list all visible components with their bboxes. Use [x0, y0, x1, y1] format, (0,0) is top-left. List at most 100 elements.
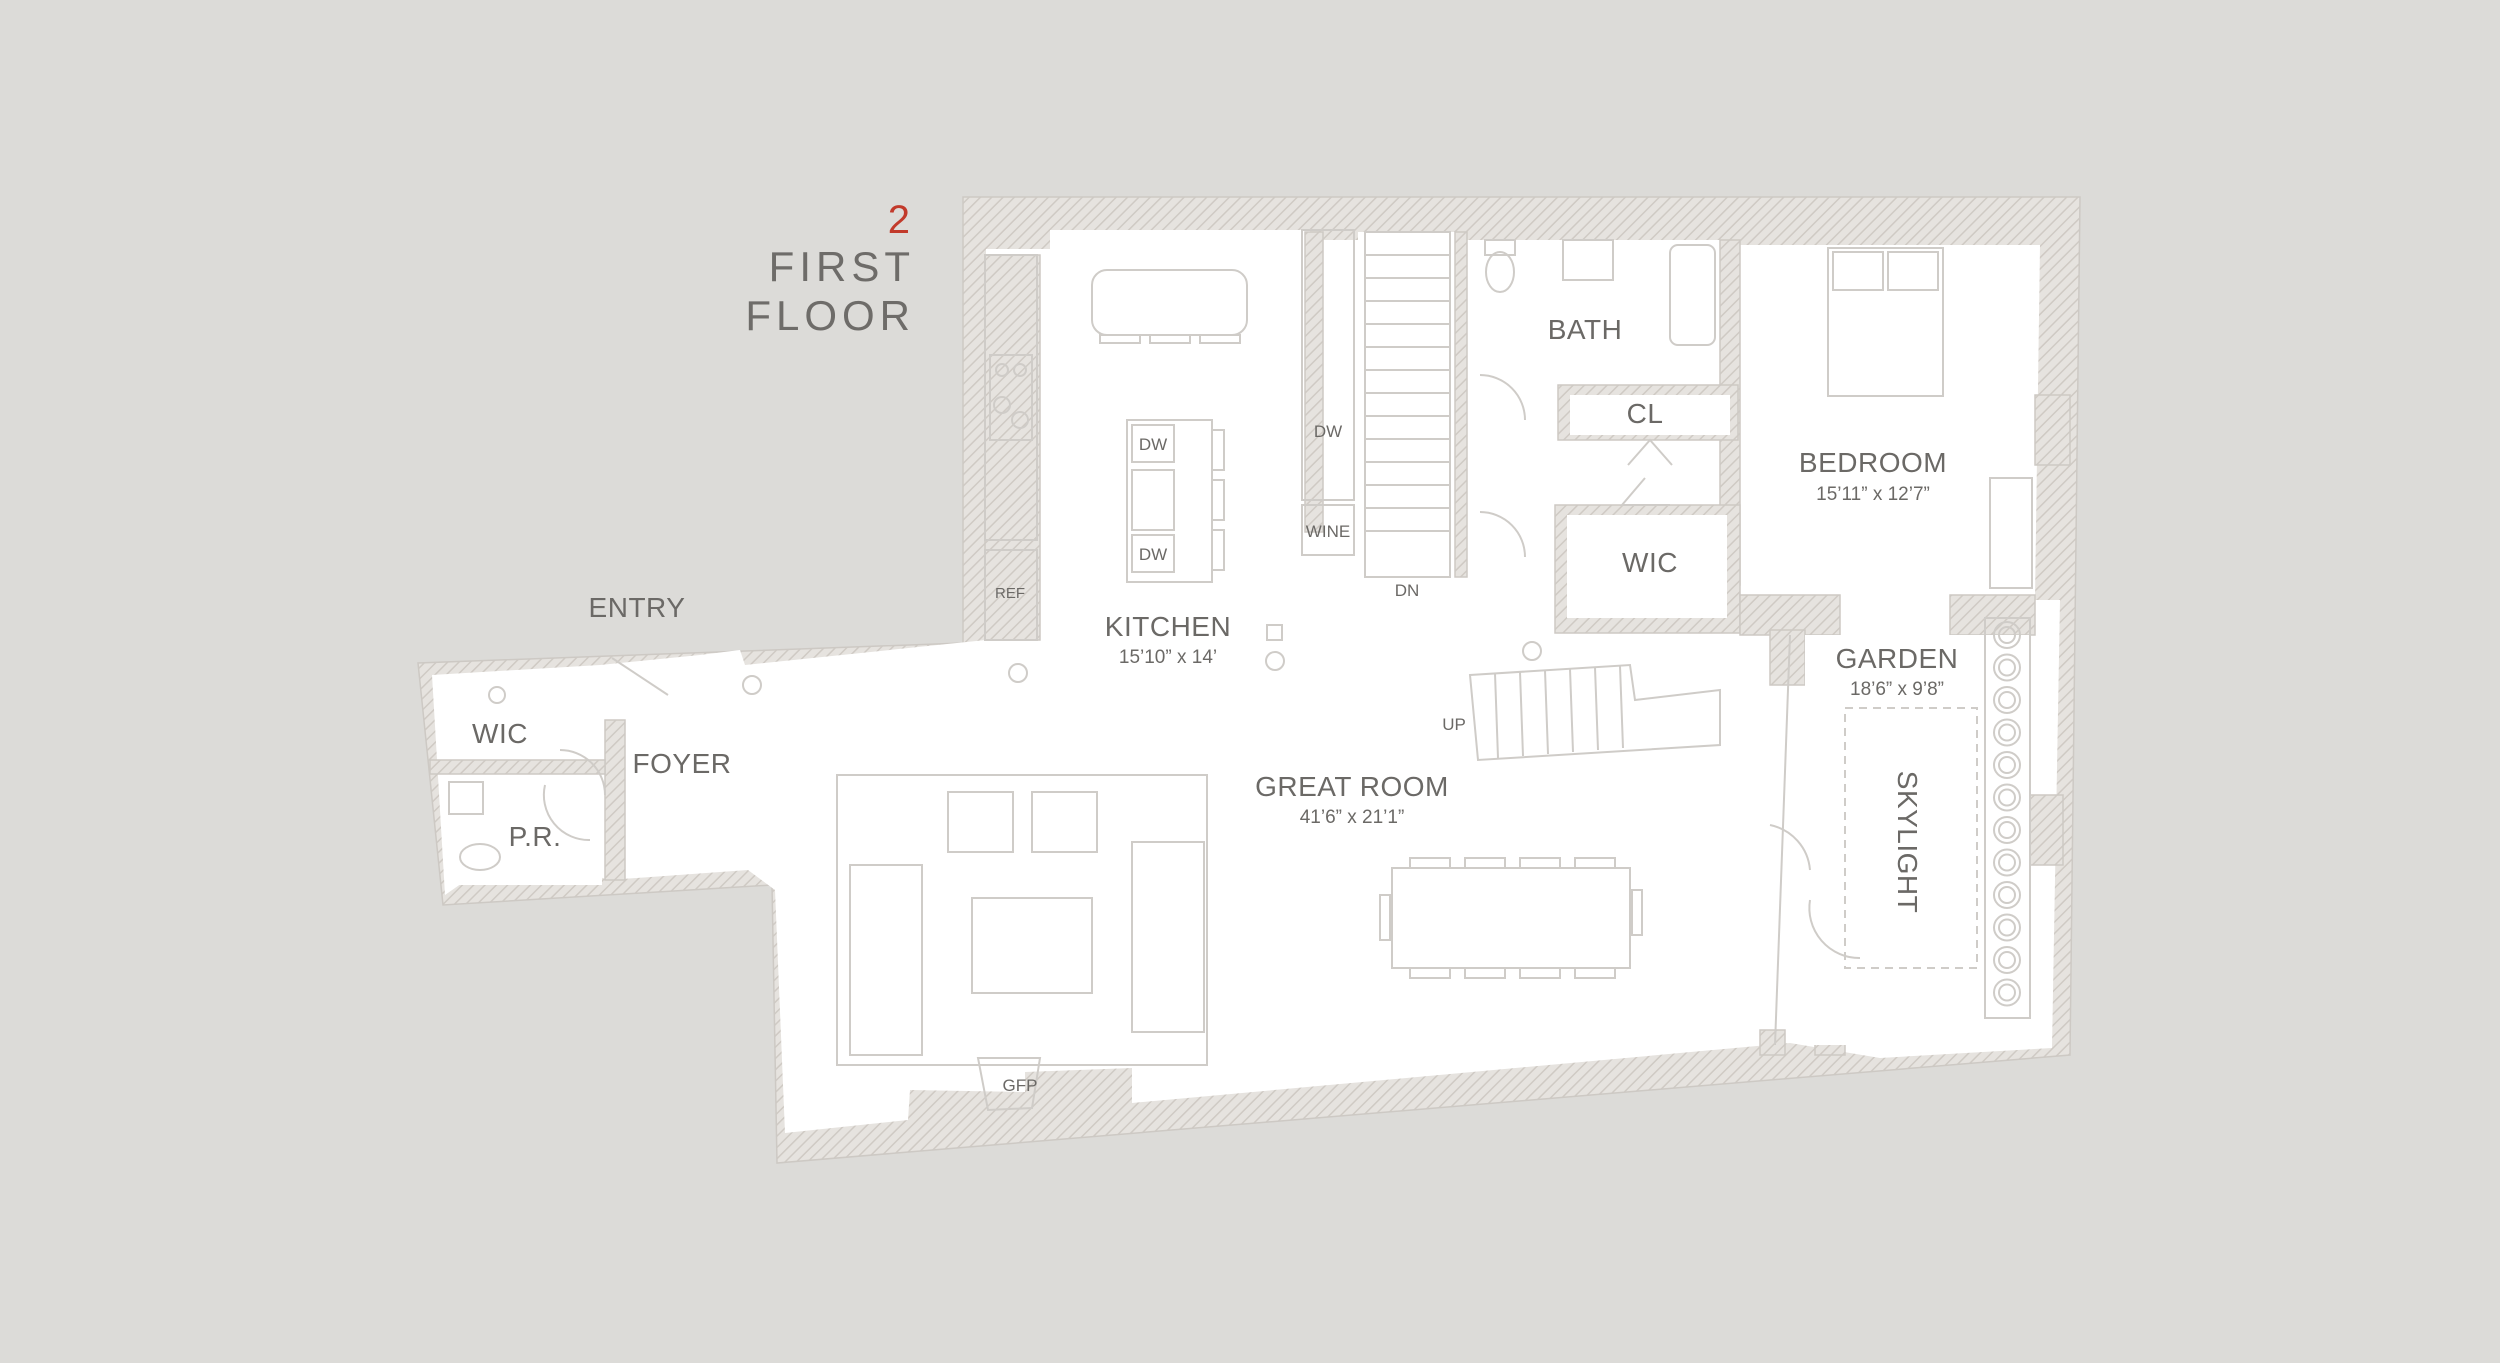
island-dw-top-label: DW [1139, 435, 1167, 454]
pr-door-swing [542, 784, 591, 842]
dining-chair [1409, 967, 1451, 979]
column [488, 686, 506, 704]
bath-vanity [1562, 239, 1614, 281]
dining-chair [1464, 967, 1506, 979]
planter-inner [1998, 756, 2016, 774]
dining-chair [1379, 894, 1391, 941]
great-room-name: GREAT ROOM [1255, 771, 1449, 802]
chair [1099, 334, 1141, 344]
sofa-left [849, 864, 923, 1056]
kitchen-counter [984, 254, 1038, 541]
chair [1199, 334, 1241, 344]
floor-title-line2: FLOOR [745, 292, 915, 339]
fireplace-label: GFP [1003, 1076, 1038, 1095]
planter [1993, 881, 2021, 909]
island-dw-top [1131, 424, 1175, 463]
planter [1993, 751, 2021, 779]
planter-inner [1998, 886, 2016, 904]
foyer-wall [604, 719, 626, 881]
planter [1993, 686, 2021, 714]
planter-inner [1998, 788, 2016, 807]
garden-column [1769, 629, 1806, 686]
wine-fridge [1301, 504, 1355, 556]
garden-wall-right [1949, 594, 2036, 636]
pr-toilet [459, 843, 501, 871]
bed [1827, 247, 1944, 397]
planter [1993, 848, 2021, 877]
closet-doors [1627, 438, 1673, 466]
planter [1993, 653, 2021, 682]
dining-chair [1519, 967, 1561, 979]
stair-wall [1304, 231, 1324, 533]
burner [1011, 411, 1029, 429]
bedroom-dims: 15’11” x 12’7” [1816, 484, 1930, 505]
kitchen-name: KITCHEN [1105, 611, 1231, 642]
garden-door-swing [1769, 824, 1811, 871]
garden-wall-left [1739, 594, 1841, 636]
great-room-corner [1759, 1029, 1786, 1056]
door-swing [1479, 511, 1526, 558]
planter [1993, 621, 2021, 649]
bath-wall [1454, 231, 1468, 578]
wine-label: WINE [1306, 522, 1350, 541]
bath-floor [1473, 240, 1718, 380]
planter-column [1984, 617, 2031, 1019]
pr-floor [447, 780, 602, 885]
door-swing [1479, 374, 1526, 421]
bathtub [1669, 244, 1716, 346]
column [1265, 651, 1285, 671]
dining-chair [1464, 857, 1506, 869]
toilet [1485, 251, 1515, 293]
kitchen-dims: 15’10” x 14’ [1119, 647, 1217, 668]
coffee-table [971, 897, 1093, 994]
floor-title-line1: FIRST [769, 243, 915, 290]
stairs-down-label: DN [1395, 581, 1420, 600]
wic-bedroom-name: WIC [1622, 547, 1678, 578]
closet-floor [1570, 395, 1730, 435]
column [1008, 663, 1028, 683]
planter-inner [1998, 658, 2016, 677]
dining-chair [1519, 857, 1561, 869]
sofa-right [1131, 841, 1205, 1033]
stair-tread [1594, 667, 1599, 751]
cooktop [989, 354, 1033, 441]
bedroom-name: BEDROOM [1799, 447, 1947, 478]
stair-tread [1494, 673, 1499, 759]
dining-chair [1574, 967, 1616, 979]
foyer-name: FOYER [633, 748, 732, 779]
column [742, 675, 762, 695]
stair-treads-down [1365, 254, 1450, 532]
ref-label: REF [995, 585, 1025, 602]
bedroom-window-jamb [2034, 394, 2071, 466]
floor-number: 2 [888, 198, 910, 242]
planter [1993, 913, 2021, 942]
refrigerator [984, 549, 1038, 641]
stool [1211, 529, 1225, 571]
stair-tread [1519, 671, 1524, 757]
armchair [947, 791, 1014, 853]
stool [1211, 429, 1225, 471]
great-room-dims: 41’6” x 21’1” [1300, 807, 1405, 828]
entry-door [611, 657, 669, 696]
pillow [1832, 251, 1884, 291]
island-dw-bottom [1131, 534, 1175, 573]
burner [993, 396, 1011, 414]
planter-inner [1998, 691, 2016, 709]
skylight-name: SKYLIGHT [1892, 771, 1923, 913]
garden-door-swing [1808, 899, 1861, 960]
fireplace [976, 1057, 1042, 1112]
column [1522, 641, 1542, 661]
stair-tread [1569, 668, 1574, 753]
planter [1993, 978, 2021, 1007]
planter [1993, 946, 2021, 974]
garden-floor [1805, 635, 2030, 1045]
stair-treads-up [1494, 665, 1624, 759]
planter-inner [1998, 918, 2016, 937]
powder-room-name: P.R. [509, 821, 562, 852]
island-sink [1131, 469, 1175, 531]
dining-chairs [1379, 857, 1643, 979]
stool [1211, 479, 1225, 521]
glass-door-line [1774, 634, 1791, 1046]
